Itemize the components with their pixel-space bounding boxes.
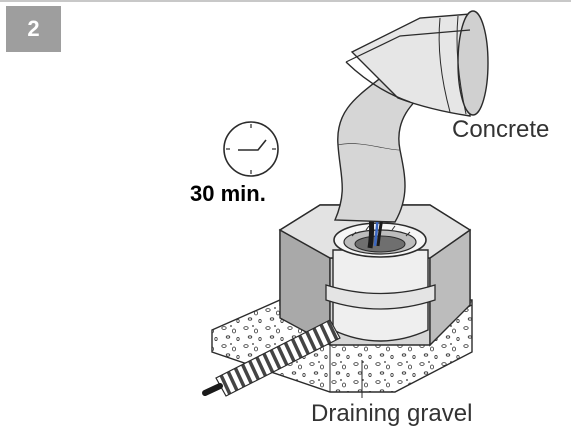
cure-time-label: 30 min. (190, 181, 266, 206)
draining-gravel-label: Draining gravel (311, 400, 473, 427)
drain-body (325, 222, 436, 342)
concrete-stream (333, 71, 432, 223)
bucket-icon (345, 10, 489, 117)
concrete-label: Concrete (452, 116, 550, 143)
drain-pipe-icon (202, 319, 341, 397)
step-number-badge: 2 (6, 6, 61, 52)
clock-icon (223, 121, 279, 177)
top-rule (0, 0, 571, 2)
